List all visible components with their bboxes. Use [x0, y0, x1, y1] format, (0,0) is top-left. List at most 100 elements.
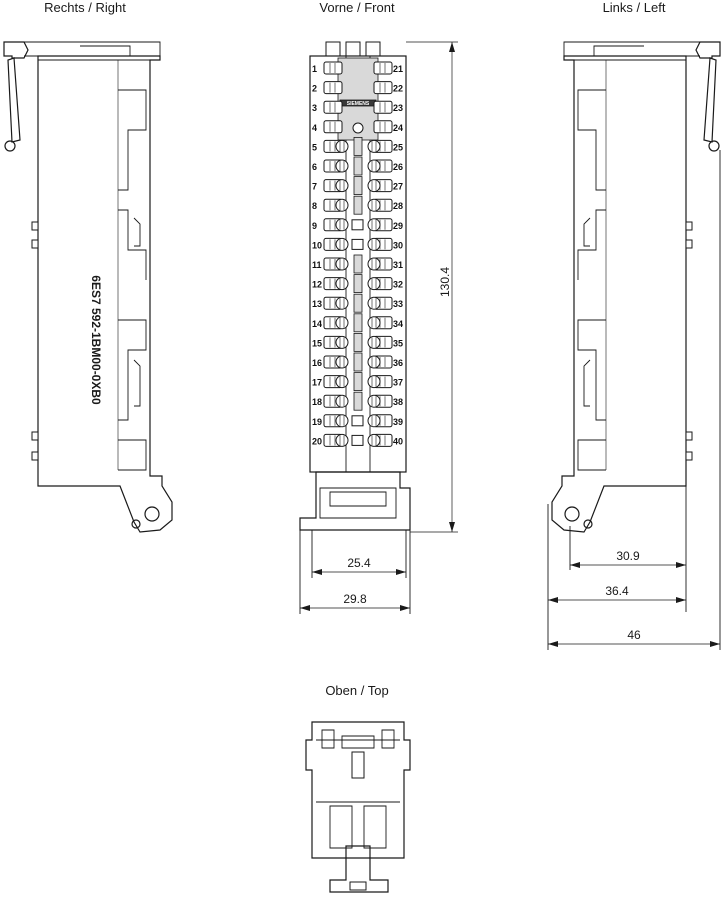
terminal-number: 21	[393, 64, 403, 74]
terminal-number: 27	[393, 182, 403, 192]
housing-outline	[37, 55, 173, 533]
terminal-number: 1	[312, 64, 317, 74]
terminal-number: 39	[393, 417, 403, 427]
spine-window	[351, 415, 364, 427]
wire-clamp	[335, 139, 349, 153]
wire-clamp	[367, 237, 381, 251]
terminal-number: 14	[312, 319, 322, 329]
screw-terminal	[373, 100, 393, 114]
terminal-number: 3	[312, 103, 317, 113]
terminal-number: 34	[393, 319, 403, 329]
wire-clamp	[367, 316, 381, 330]
top-housing	[305, 721, 411, 859]
latch-top-left	[695, 41, 721, 59]
terminal-number: 29	[393, 221, 403, 231]
top-view	[305, 721, 411, 893]
terminal-number: 11	[312, 260, 322, 270]
wire-clamp	[335, 237, 349, 251]
front-outer-width-dimension: 29.8	[300, 592, 410, 611]
height-dimension-label: 130.4	[438, 267, 452, 297]
terminal-number: 22	[393, 84, 403, 94]
side-depth-1-label: 30.9	[616, 549, 640, 563]
wire-clamp	[367, 159, 381, 173]
left-side-view	[547, 41, 721, 650]
screw-terminal	[323, 120, 343, 134]
screw-terminal	[323, 81, 343, 95]
front-inner-width-label: 25.4	[347, 556, 371, 570]
terminal-number: 18	[312, 397, 322, 407]
side-depth-dimension-2: 36.4	[548, 584, 686, 603]
spine-slot	[353, 176, 363, 196]
right-side-view: 6ES7 592-1BM00-0XB0	[3, 41, 173, 533]
wire-clamp	[335, 335, 349, 349]
wire-clamp	[335, 296, 349, 310]
wire-clamp	[335, 257, 349, 271]
wire-clamp	[367, 414, 381, 428]
side-depth-2-label: 36.4	[605, 584, 629, 598]
terminal-number: 35	[393, 338, 403, 348]
wire-clamp	[335, 433, 349, 447]
terminal-number: 4	[312, 123, 317, 133]
wire-clamp	[367, 375, 381, 389]
spine-slot	[353, 195, 363, 215]
wire-clamp	[335, 355, 349, 369]
spine-slot	[353, 136, 363, 156]
screw-terminal	[323, 100, 343, 114]
height-dimension: 130.4	[406, 41, 458, 533]
wire-clamp	[367, 277, 381, 291]
terminal-number: 23	[393, 103, 403, 113]
terminal-number: 16	[312, 358, 322, 368]
left-view-title: Links / Left	[603, 0, 666, 15]
wire-clamp	[367, 179, 381, 193]
wire-clamp	[335, 159, 349, 173]
terminal-number: 40	[393, 436, 403, 446]
front-outer-width-label: 29.8	[343, 592, 367, 606]
screw-terminal	[373, 61, 393, 75]
housing-outline-left	[551, 55, 687, 533]
wire-clamp	[335, 375, 349, 389]
spine-window	[351, 238, 364, 250]
screw-terminal	[373, 120, 393, 134]
terminal-number: 31	[393, 260, 403, 270]
wire-clamp	[335, 198, 349, 212]
terminal-number: 6	[312, 162, 317, 172]
wire-clamp	[367, 218, 381, 232]
wire-clamp	[335, 394, 349, 408]
terminal-number: 30	[393, 240, 403, 250]
terminal-number: 38	[393, 397, 403, 407]
top-latch	[329, 845, 389, 893]
spine-slot	[353, 254, 363, 274]
terminal-number: 25	[393, 142, 403, 152]
wire-clamp	[335, 414, 349, 428]
wire-clamp	[367, 433, 381, 447]
wire-clamp	[335, 218, 349, 232]
spine-slot	[353, 313, 363, 333]
spine-slot	[353, 391, 363, 411]
wire-clamp	[367, 257, 381, 271]
part-number-label: 6ES7 592-1BM00-0XB0	[89, 275, 103, 405]
front-inner-width-dimension: 25.4	[312, 556, 406, 575]
front-view: SIEMENS 12345678910111213141516171819202…	[299, 41, 411, 614]
brand-label: SIEMENS	[347, 101, 370, 107]
terminal-number: 9	[312, 221, 317, 231]
latch-top	[3, 41, 29, 59]
wire-clamp	[367, 394, 381, 408]
terminal-number: 5	[312, 142, 317, 152]
terminal-number: 2	[312, 84, 317, 94]
latch-lever	[7, 57, 21, 143]
terminal-number: 26	[393, 162, 403, 172]
wire-clamp	[335, 277, 349, 291]
terminal-number: 17	[312, 378, 322, 388]
terminal-number: 13	[312, 299, 322, 309]
wire-clamp	[367, 335, 381, 349]
spine-slot	[353, 293, 363, 313]
spine-slot	[353, 274, 363, 294]
terminal-number: 12	[312, 280, 322, 290]
spine-slot	[353, 332, 363, 352]
terminal-number: 7	[312, 182, 317, 192]
wire-clamp	[367, 296, 381, 310]
terminal-number: 15	[312, 338, 322, 348]
top-view-title: Oben / Top	[325, 683, 388, 698]
spine-slot	[353, 372, 363, 392]
